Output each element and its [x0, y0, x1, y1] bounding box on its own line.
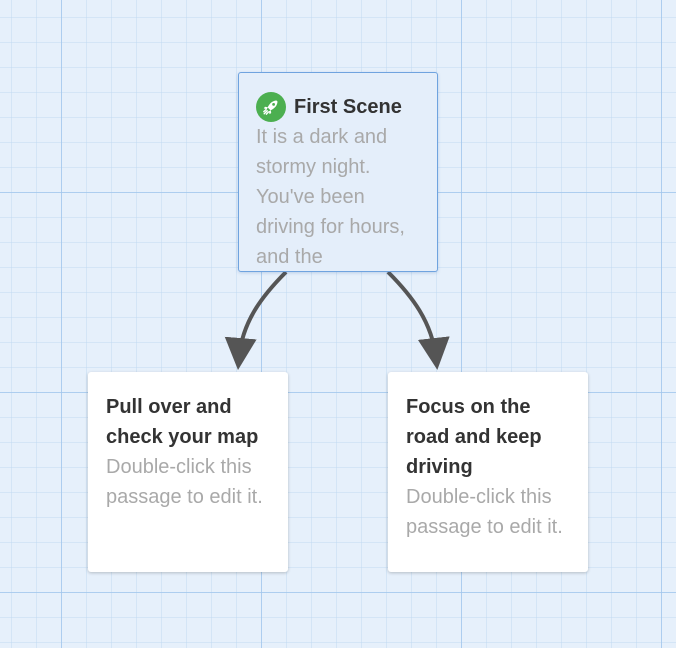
rocket-icon [256, 92, 286, 122]
passage-title: First Scene [256, 92, 420, 122]
passage-excerpt: It is a dark and stormy night. You've be… [256, 126, 405, 268]
passage-focus-road[interactable]: Focus on the road and keep driving Doubl… [388, 372, 588, 572]
passage-pull-over[interactable]: Pull over and check your map Double-clic… [88, 372, 288, 572]
passage-excerpt: Double-click this passage to edit it. [406, 486, 563, 538]
link-arrow-to-pull-over [224, 270, 288, 370]
passage-title: Focus on the road and keep driving [406, 396, 542, 478]
passage-title-text: First Scene [294, 96, 402, 118]
passage-first-scene[interactable]: First Scene It is a dark and stormy nigh… [238, 72, 438, 272]
passage-excerpt: Double-click this passage to edit it. [106, 456, 263, 508]
link-arrow-to-focus-road [386, 270, 450, 370]
passage-title: Pull over and check your map [106, 396, 259, 448]
